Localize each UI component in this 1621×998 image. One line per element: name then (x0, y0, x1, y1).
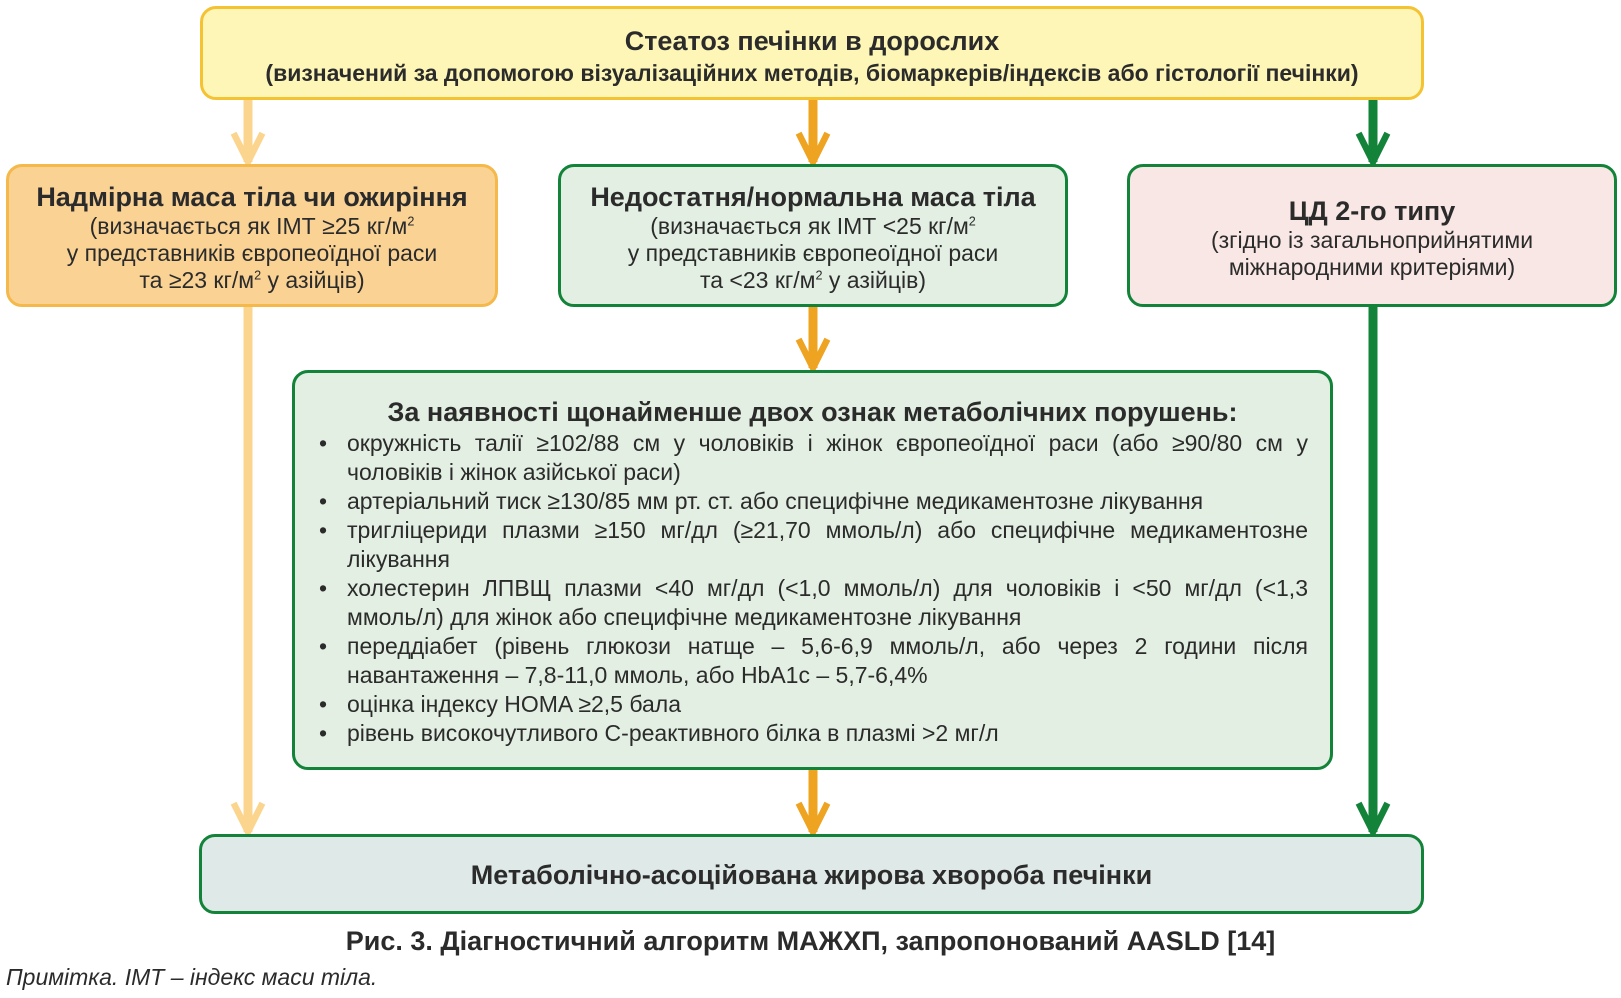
criterion-item: •артеріальний тиск ≥130/85 мм рт. ст. аб… (319, 488, 1204, 514)
metabolic-criteria-box: За наявності щонайменше двох ознак метаб… (292, 370, 1333, 770)
overweight-box: Надмірна маса тіла чи ожиріння (визначає… (6, 164, 498, 307)
type2-diabetes-line-2: міжнародними критеріями) (1228, 254, 1516, 280)
liver-steatosis-title: Стеатоз печінки в дорослих (624, 26, 1000, 56)
overweight-line-2: у представників європеоїдної раси (66, 240, 438, 266)
metabolic-criteria-list: •окружність талії ≥102/88 см у чоловіків… (317, 429, 1308, 748)
metabolic-criteria-title: За наявності щонайменше двох ознак метаб… (387, 397, 1238, 427)
overweight-line-3: та ≥23 кг/м2 у азійців) (139, 267, 365, 293)
liver-steatosis-subtitle: (визначений за допомогою візуалізаційних… (265, 60, 1359, 86)
criterion-item: •холестерин ЛПВЩ плазми <40 мг/дл (<1,0 … (319, 575, 1308, 630)
figure-caption: Рис. 3. Діагностичний алгоритм МАЖХП, за… (345, 926, 1276, 956)
normal-weight-line-2: у представників європеоїдної раси (627, 240, 999, 266)
criterion-item: •тригліцериди плазми ≥150 мг/дл (≥21,70 … (319, 517, 1308, 572)
overweight-title: Надмірна маса тіла чи ожиріння (36, 182, 468, 212)
overweight-line-1: (визначається як ІМТ ≥25 кг/м2 (89, 213, 415, 239)
type2-diabetes-box: ЦД 2-го типу (згідно із загальноприйняти… (1127, 164, 1617, 307)
criterion-item: •окружність талії ≥102/88 см у чоловіків… (319, 430, 1308, 485)
type2-diabetes-title: ЦД 2-го типу (1288, 196, 1456, 226)
type2-diabetes-line-1: (згідно із загальноприйнятими (1210, 227, 1534, 253)
normal-weight-line-3: та <23 кг/м2 у азійців) (699, 267, 927, 293)
criterion-item: •переддіабет (рівень глюкози натще – 5,6… (319, 633, 1308, 688)
figure-note: Примітка. ІМТ – індекс маси тіла. (6, 964, 378, 990)
normal-weight-box: Недостатня/нормальна маса тіла (визначає… (558, 164, 1068, 307)
liver-steatosis-box: Стеатоз печінки в дорослих (визначений з… (200, 6, 1424, 100)
mafld-result-box: Метаболічно-асоційована жирова хвороба п… (199, 834, 1424, 914)
criterion-item: •рівень високочутливого С-реактивного бі… (319, 720, 999, 746)
mafld-result-title: Метаболічно-асоційована жирова хвороба п… (470, 860, 1153, 890)
criterion-item: •оцінка індексу HOMA ≥2,5 бала (319, 691, 682, 717)
normal-weight-line-1: (визначається як ІМТ <25 кг/м2 (650, 213, 976, 239)
normal-weight-title: Недостатня/нормальна маса тіла (590, 182, 1036, 212)
